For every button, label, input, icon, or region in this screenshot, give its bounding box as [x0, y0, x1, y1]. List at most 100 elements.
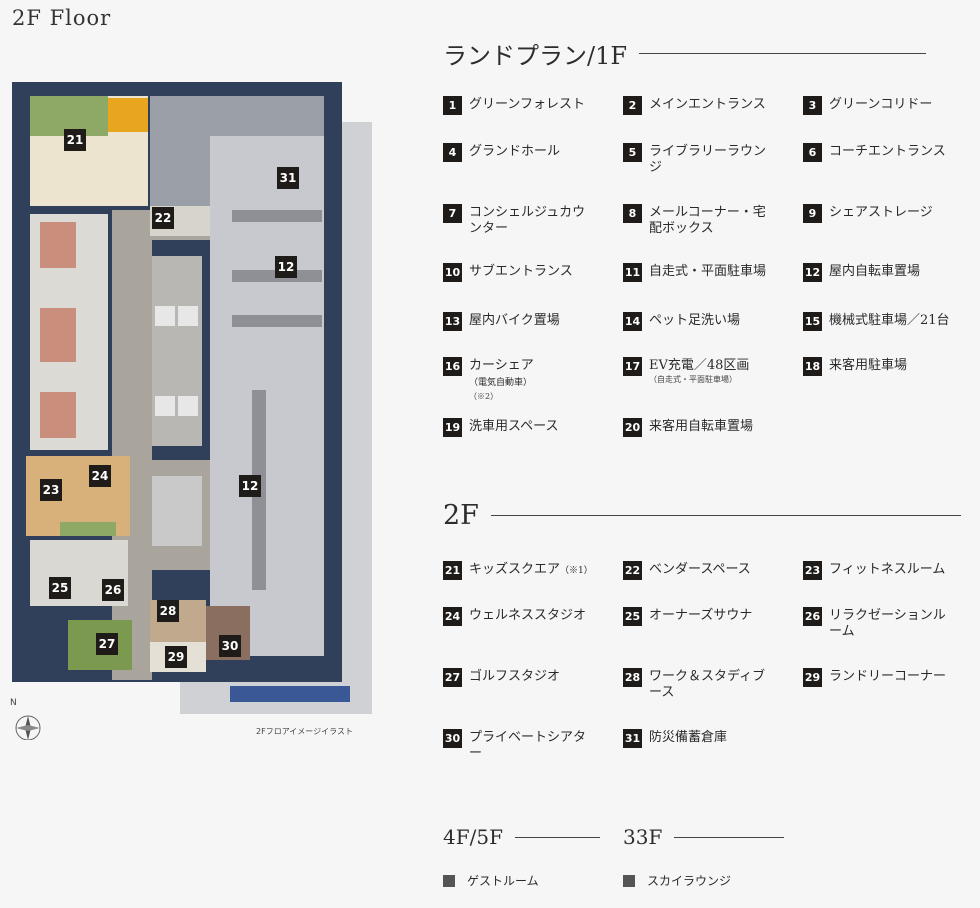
plan-marker-box [165, 646, 187, 668]
square-icon [443, 874, 455, 887]
number-badge: 17 [623, 357, 642, 376]
plan-marker-label: 27 [99, 637, 116, 651]
bike-rack [232, 315, 322, 327]
legend-label: ゴルフスタジオ [469, 669, 561, 684]
legend-text: キッズスクエア（※1） [469, 561, 593, 579]
legend-label-line: カーシェア（電気自動車） [469, 358, 595, 391]
plan-marker-box [40, 479, 62, 501]
legend-label: メールコーナー・宅配ボックス [649, 205, 766, 236]
legend-label-line: コーチエントランス [829, 144, 946, 160]
legend-label: リラクゼーションルーム [829, 608, 946, 639]
plan-marker: 31 [277, 167, 299, 189]
legend-label-line: 自走式・平面駐車場 [649, 264, 766, 280]
legend-label: 自走式・平面駐車場 [649, 264, 767, 279]
legend-note: （自走式・平面駐車場） [649, 375, 737, 384]
number-badge: 6 [803, 143, 822, 162]
legend-label-line: 屋内バイク置場 [469, 313, 560, 329]
legend-text: メインエントランス [649, 96, 766, 113]
number-badge: 10 [443, 263, 462, 282]
legend-label-line: シェアストレージ [829, 205, 933, 221]
number-badge: 30 [443, 729, 462, 748]
legend-text: ライブラリーラウンジ [649, 143, 775, 176]
plan-marker-box [239, 475, 261, 497]
number-badge: 16 [443, 357, 462, 376]
elevator [178, 396, 198, 416]
plan-marker-label: 31 [280, 171, 297, 185]
legend-label-line: 来客用自転車置場 [649, 419, 753, 435]
legend-text: コンシェルジュカウンター [469, 204, 595, 237]
legend-label: グランドホール [469, 144, 561, 159]
legend-label-line: 洗車用スペース [469, 419, 558, 435]
divider [674, 836, 785, 838]
legend-text: ワーク＆スタディブース [649, 668, 775, 701]
section-4f-5f-title: 4F/5F [443, 825, 503, 849]
plan-marker: 12 [239, 475, 261, 497]
corridor [112, 210, 152, 680]
legend-label-line: グリーンコリドー [829, 97, 932, 113]
plan-marker-label: 30 [222, 639, 239, 653]
plan-marker: 22 [152, 207, 174, 229]
legend-label: 洗車用スペース [469, 419, 559, 434]
legend-label: ペット足洗い場 [649, 313, 741, 328]
divider [639, 53, 927, 54]
legend-label-line: グランドホール [469, 144, 560, 160]
legend-label: プライベートシアター [469, 730, 587, 761]
legend-guest-room: ゲストルーム [443, 872, 539, 889]
number-badge: 11 [623, 263, 642, 282]
plan-marker-label: 29 [168, 650, 185, 664]
square-icon [623, 874, 635, 887]
legend-label-line: メールコーナー・宅配ボックス [649, 205, 775, 237]
number-badge: 1 [443, 96, 462, 115]
bike-parking [210, 136, 324, 656]
legend-text: メールコーナー・宅配ボックス [649, 204, 775, 237]
section-land-plan-title: ランドプラン/1F [443, 42, 628, 70]
legend-label: 屋内バイク置場 [469, 313, 560, 328]
stairs [152, 476, 202, 546]
legend-label: カーシェア [469, 358, 534, 373]
legend-item: 16 カーシェア（電気自動車）（※2） [443, 357, 595, 402]
plan-marker: 23 [40, 479, 62, 501]
elevator [155, 306, 175, 326]
legend-text: 機械式駐車場／21台 [829, 312, 950, 329]
number-badge: 22 [623, 561, 642, 580]
number-badge: 9 [803, 204, 822, 223]
legend-label-line: 防災備蓄倉庫 [649, 730, 727, 746]
number-badge: 25 [623, 607, 642, 626]
bike-rack [232, 210, 322, 222]
legend-label-line: 機械式駐車場／21台 [829, 313, 950, 329]
section-land-plan: ランドプラン/1F [443, 36, 927, 71]
elevator-core [152, 256, 202, 446]
legend-text: カーシェア（電気自動車）（※2） [469, 357, 595, 402]
legend-label: ゲストルーム [467, 874, 539, 888]
legend-label: ウェルネススタジオ [469, 608, 587, 623]
legend-text: ウェルネススタジオ [469, 607, 586, 624]
legend-label: オーナーズサウナ [649, 608, 753, 623]
section-2f-title: 2F [443, 500, 479, 531]
legend-label-line: メインエントランス [649, 97, 766, 113]
legend-item: 2 メインエントランス [623, 96, 775, 115]
plan-marker-label: 12 [278, 260, 295, 274]
number-badge: 21 [443, 561, 462, 580]
number-badge: 2 [623, 96, 642, 115]
legend-text: ペット足洗い場 [649, 312, 740, 329]
legend-label: 来客用駐車場 [829, 358, 908, 373]
legend-sky-lounge: スカイラウンジ [623, 872, 731, 889]
legend-label-line: ワーク＆スタディブース [649, 669, 775, 701]
divider [490, 515, 961, 516]
plan-marker-label: 22 [155, 211, 172, 225]
plan-marker: 28 [157, 600, 179, 622]
number-badge: 4 [443, 143, 462, 162]
number-badge: 26 [803, 607, 822, 626]
legend-item: 25 オーナーズサウナ [623, 607, 775, 626]
legend-label-line: ゴルフスタジオ [469, 669, 560, 685]
legend-label: ベンダースペース [649, 562, 751, 577]
number-badge: 27 [443, 668, 462, 687]
